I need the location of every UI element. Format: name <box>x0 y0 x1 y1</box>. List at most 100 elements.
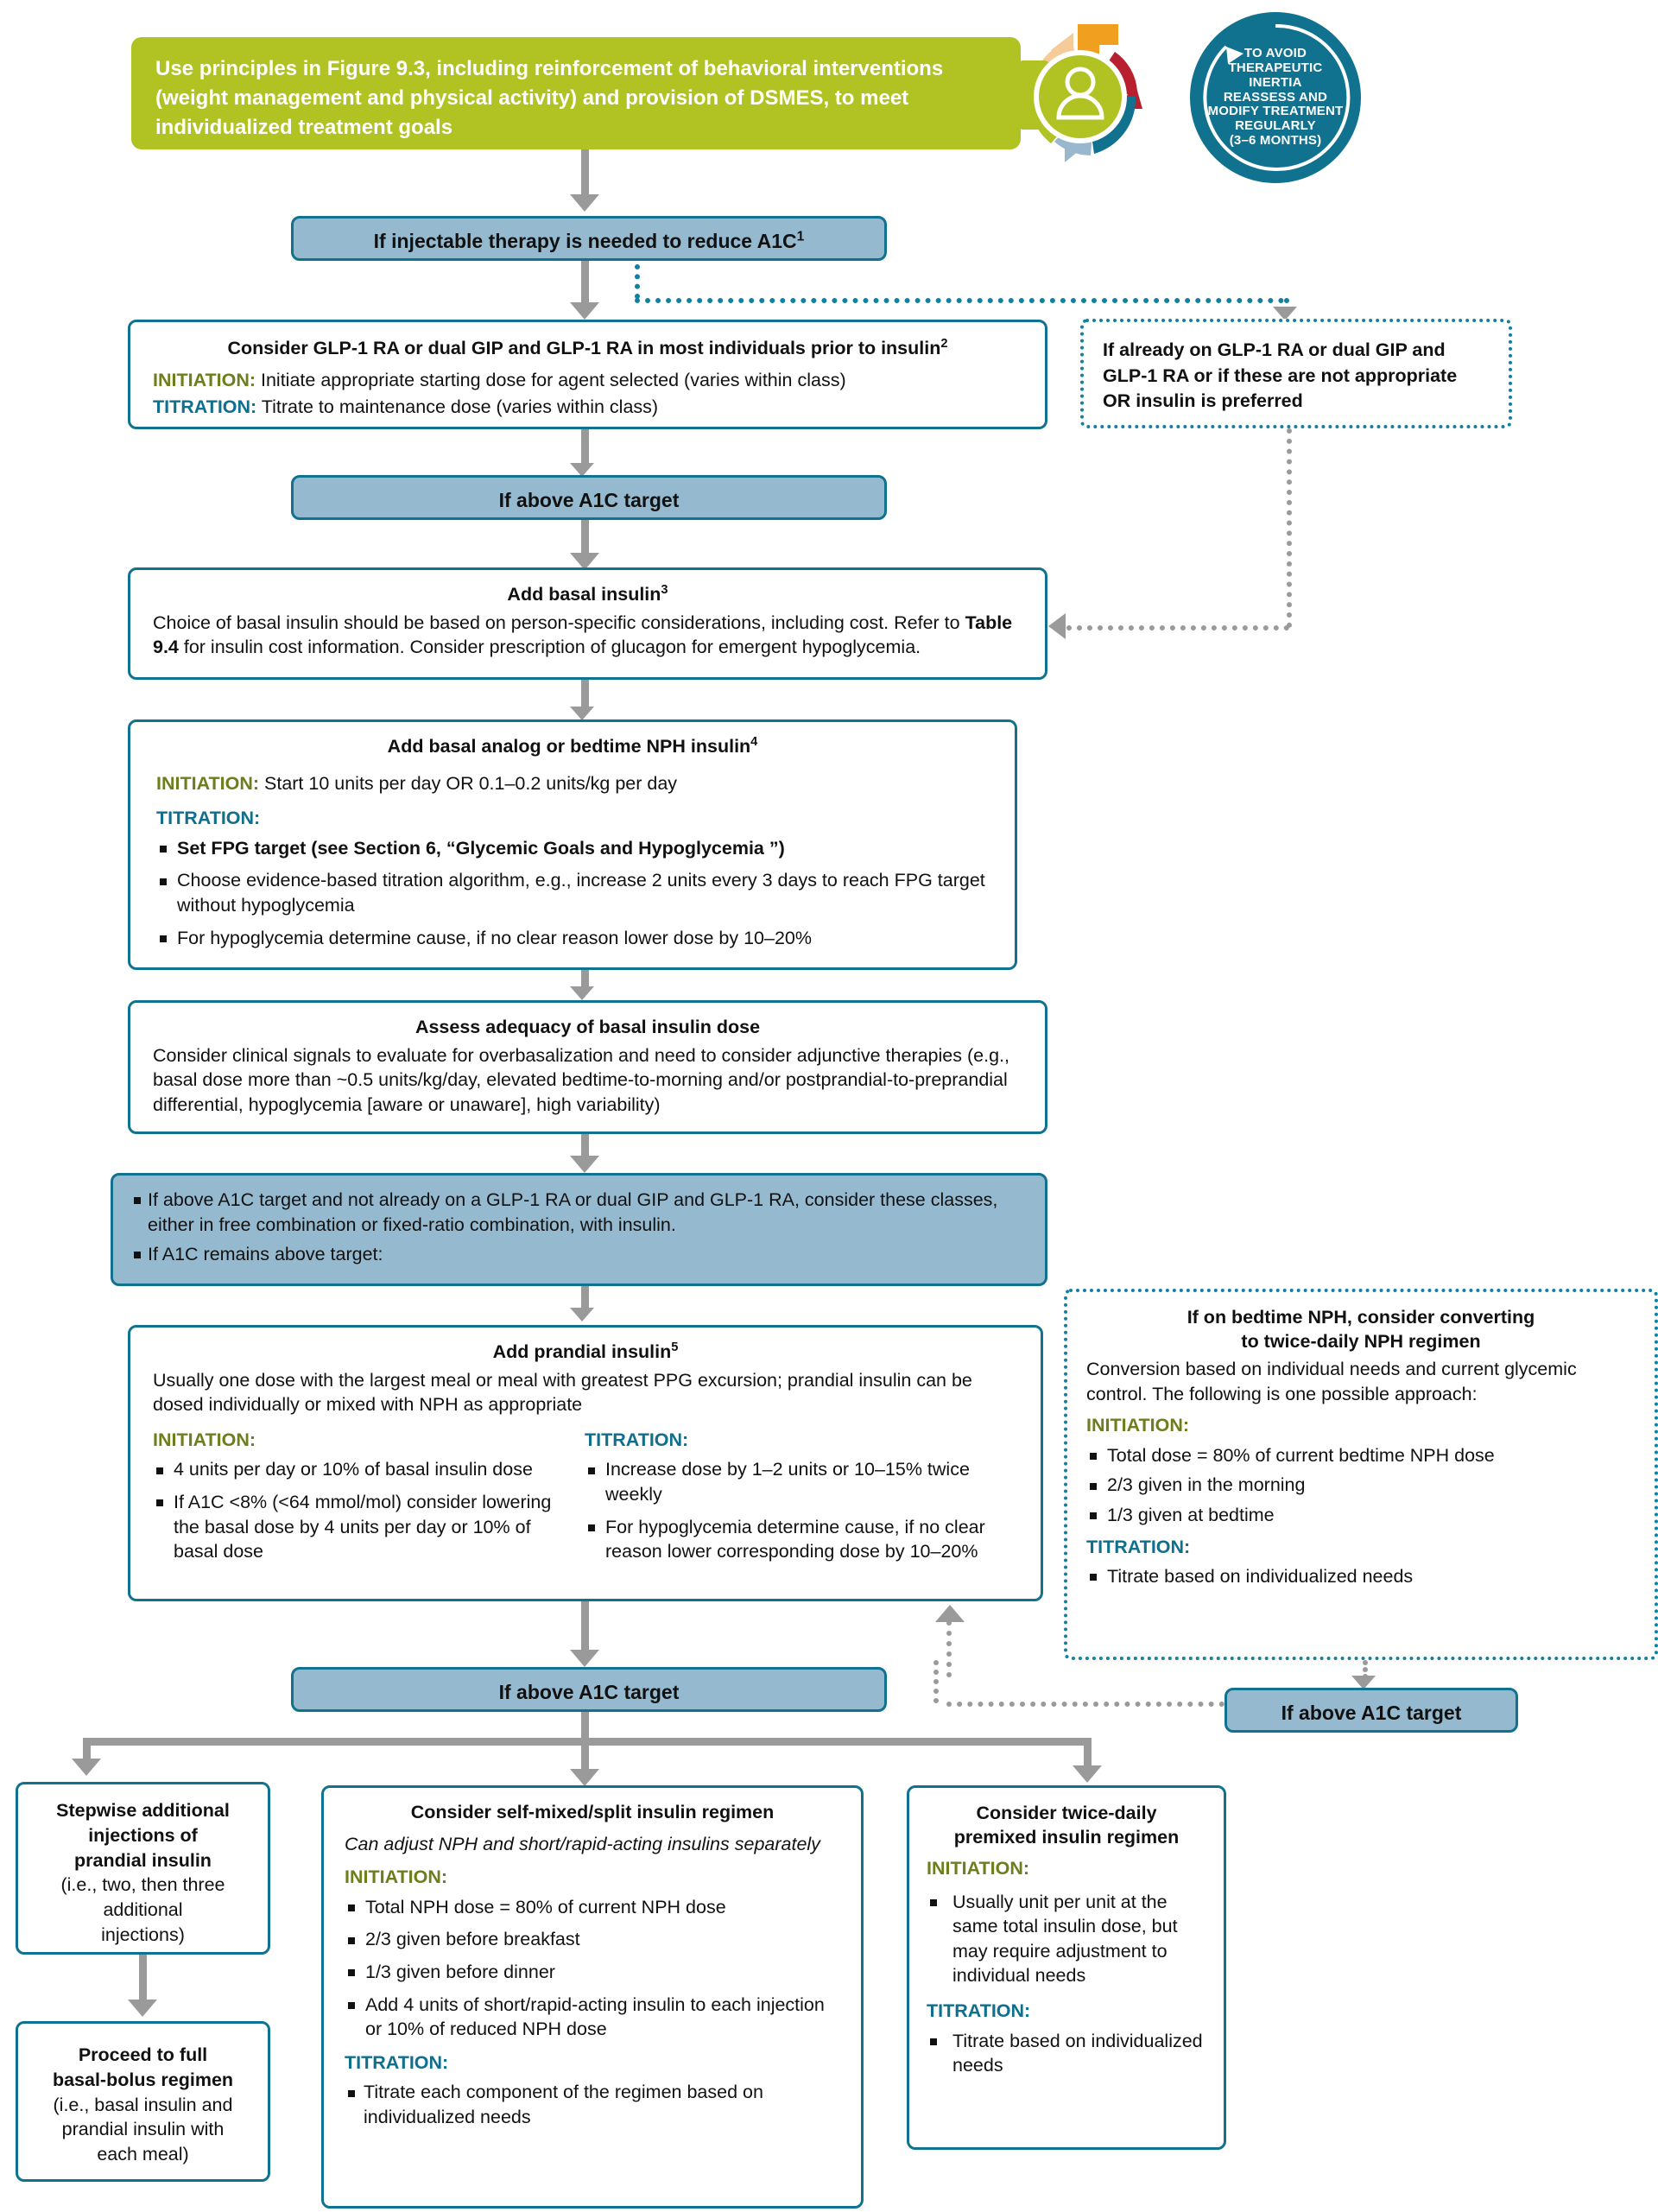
chevron-to-alreadyon <box>1273 307 1297 320</box>
bedtime-nph-initiation-label: INITIATION: <box>1086 1415 1190 1436</box>
node-above-a1c-target-3-label: If above A1C target <box>1281 1702 1462 1724</box>
node-above-target-combination[interactable]: If above A1C target and not already on a… <box>111 1173 1047 1286</box>
prandial-titration-bullets: Increase dose by 1–2 units or 10–15% twi… <box>585 1457 1018 1563</box>
node-bedtime-nph-conversion[interactable]: If on bedtime NPH, consider converting t… <box>1064 1289 1658 1660</box>
list-item: 1/3 given at bedtime <box>1086 1503 1636 1528</box>
node-consider-glp1-title: Consider GLP-1 RA or dual GIP and GLP-1 … <box>227 336 948 358</box>
badge-line-5: MODIFY TREATMENT <box>1207 104 1344 119</box>
footnote-marker-1: 1 <box>796 229 805 244</box>
node-consider-glp1-titration: TITRATION: Titrate to maintenance dose (… <box>153 396 659 418</box>
list-item: If A1C <8% (<64 mmol/mol) consider lower… <box>153 1490 559 1564</box>
list-item: Choose evidence-based titration algorith… <box>156 868 989 917</box>
connector-combo-to-prandial <box>581 1286 589 1312</box>
connector-abovea1c1-to-addbasal <box>581 520 589 560</box>
prandial-initiation-bullets: 4 units per day or 10% of basal insulin … <box>153 1457 559 1563</box>
basalbolus-line-3: (i.e., basal insulin and <box>53 2094 233 2115</box>
list-item: Add 4 units of short/rapid-acting insuli… <box>345 1993 840 2042</box>
node-add-basal-insulin[interactable]: Add basal insulin3 Choice of basal insul… <box>128 567 1047 680</box>
footnote-marker-4: 4 <box>750 734 758 749</box>
node-proceed-basal-bolus[interactable]: Proceed to full basal-bolus regimen (i.e… <box>16 2021 270 2182</box>
dotconnector-alreadyon-down <box>1287 428 1292 628</box>
bedtime-nph-titration-label: TITRATION: <box>1086 1536 1191 1557</box>
dotconnector-abovea1c2-stub <box>933 1660 939 1703</box>
arrowhead-abovea1c1-to-addbasal <box>570 553 599 570</box>
list-item: 2/3 given before breakfast <box>345 1927 840 1952</box>
node-add-basal-analog-title: Add basal analog or bedtime NPH insulin4 <box>387 734 758 757</box>
connector-injectable-to-glp1 <box>581 261 589 306</box>
stepwise-line-3: prandial insulin <box>74 1849 212 1871</box>
node-above-a1c-target-2[interactable]: If above A1C target <box>291 1667 887 1712</box>
arrowhead-branch-left <box>72 1759 101 1776</box>
cycle-arrows-icon <box>1016 24 1142 162</box>
list-item: 1/3 given before dinner <box>345 1960 840 1985</box>
node-add-basal-analog-initiation: INITIATION: Start 10 units per day OR 0.… <box>156 772 678 794</box>
node-above-a1c-target-1-label: If above A1C target <box>498 489 680 511</box>
badge-line-3: INERTIA <box>1249 74 1302 90</box>
arrowhead-assess-to-combo <box>570 1156 599 1173</box>
basalbolus-line-2: basal-bolus regimen <box>52 2069 234 2090</box>
self-mixed-titration-label: TITRATION: <box>345 2051 449 2073</box>
connector-assess-to-combo <box>581 1134 589 1160</box>
dotconnector-bedtimenph-down <box>1363 1660 1368 1679</box>
connector-prandial-to-abovea1c2 <box>581 1601 589 1655</box>
node-assess-adequacy[interactable]: Assess adequacy of basal insulin dose Co… <box>128 1000 1047 1134</box>
badge-line-2: THERAPEUTIC <box>1228 60 1323 75</box>
dotconnector-injectable-to-alreadyon <box>635 298 1284 303</box>
arrowhead-injectable-to-glp1 <box>570 302 599 320</box>
prandial-initiation-label: INITIATION: <box>153 1429 256 1450</box>
node-above-a1c-target-3[interactable]: If above A1C target <box>1225 1688 1518 1733</box>
dotconnector-up-into-prandial <box>946 1620 952 1677</box>
bedtime-nph-initiation-bullets: Total dose = 80% of current bedtime NPH … <box>1086 1443 1636 1528</box>
node-consider-glp1[interactable]: Consider GLP-1 RA or dual GIP and GLP-1 … <box>128 320 1047 429</box>
node-assess-adequacy-title: Assess adequacy of basal insulin dose <box>414 1017 761 1037</box>
node-already-on-glp1[interactable]: If already on GLP-1 RA or dual GIP and G… <box>1080 319 1512 428</box>
node-add-basal-analog-titration-label: TITRATION: <box>156 808 261 829</box>
node-self-mixed-regimen[interactable]: Consider self-mixed/split insulin regime… <box>321 1785 864 2209</box>
node-add-prandial-initiation-col: INITIATION: 4 units per day or 10% of ba… <box>153 1428 559 1572</box>
self-mixed-initiation-label: INITIATION: <box>345 1867 448 1888</box>
stepwise-line-4: (i.e., two, then three <box>60 1874 225 1896</box>
chevron-combo-to-prandial <box>570 1308 594 1321</box>
arrowhead-stepwise-to-basalbolus <box>128 2000 157 2017</box>
node-premixed-regimen[interactable]: Consider twice-daily premixed insulin re… <box>907 1785 1226 2150</box>
chevron-bedtimenph-to-abovea1c3 <box>1351 1676 1376 1689</box>
list-item: For hypoglycemia determine cause, if no … <box>156 926 989 951</box>
node-stepwise-injections[interactable]: Stepwise additional injections of prandi… <box>16 1782 270 1955</box>
footnote-marker-3: 3 <box>661 582 668 597</box>
node-add-basal-insulin-body: Choice of basal insulin should be based … <box>153 612 1013 658</box>
prandial-titration-label: TITRATION: <box>585 1429 689 1450</box>
bedtime-nph-titration-bullets: Titrate based on individualized needs <box>1086 1564 1636 1589</box>
cycle-graphic <box>997 7 1196 193</box>
chevron-addbasal-to-analog <box>570 707 594 720</box>
premixed-initiation-label: INITIATION: <box>927 1858 1030 1879</box>
node-above-target-combination-bullets: If above A1C target and not already on a… <box>130 1188 1028 1267</box>
dotconnector-down-to-alreadyon <box>1284 298 1289 314</box>
node-bedtime-nph-body: Conversion based on individual needs and… <box>1086 1359 1577 1404</box>
dotconnector-alreadyon-to-addbasal <box>1066 625 1289 631</box>
list-item: Total dose = 80% of current bedtime NPH … <box>1086 1443 1636 1468</box>
dotconnector-injectable-stub <box>635 264 640 299</box>
arrowhead-prandial-to-abovea1c2 <box>570 1650 599 1667</box>
node-add-prandial-insulin[interactable]: Add prandial insulin5 Usually one dose w… <box>128 1325 1043 1601</box>
node-add-basal-analog[interactable]: Add basal analog or bedtime NPH insulin4… <box>128 719 1017 970</box>
node-premixed-title: Consider twice-daily premixed insulin re… <box>953 1803 1180 1848</box>
arrowhead-branch-right <box>1073 1765 1102 1783</box>
list-item: Set FPG target (see Section 6, “Glycemic… <box>156 836 989 861</box>
node-add-basal-analog-bullets: Set FPG target (see Section 6, “Glycemic… <box>156 836 989 950</box>
premixed-titration-bullets: Titrate based on individualized needs <box>927 2029 1206 2078</box>
stepwise-line-5: additional <box>103 1899 183 1921</box>
self-mixed-initiation-bullets: Total NPH dose = 80% of current NPH dose… <box>345 1895 840 2042</box>
principles-banner-text: Use principles in Figure 9.3, including … <box>155 57 944 140</box>
node-above-a1c-target-2-label: If above A1C target <box>498 1681 680 1703</box>
dotconnector-abovea1c3-to-prandial <box>946 1702 1225 1707</box>
arrowhead-banner-to-injectable <box>570 194 599 212</box>
badge-line-4: REASSESS AND <box>1223 89 1328 105</box>
basalbolus-line-4: prandial insulin with <box>61 2119 225 2140</box>
connector-branch-right <box>1084 1738 1092 1769</box>
list-item: If above A1C target and not already on a… <box>130 1188 1028 1237</box>
node-injectable-therapy[interactable]: If injectable therapy is needed to reduc… <box>291 216 887 261</box>
node-assess-adequacy-body: Consider clinical signals to evaluate fo… <box>153 1044 1009 1115</box>
node-bedtime-nph-title: If on bedtime NPH, consider converting t… <box>1187 1307 1535 1352</box>
basalbolus-line-5: each meal) <box>97 2144 189 2165</box>
node-above-a1c-target-1[interactable]: If above A1C target <box>291 475 887 520</box>
